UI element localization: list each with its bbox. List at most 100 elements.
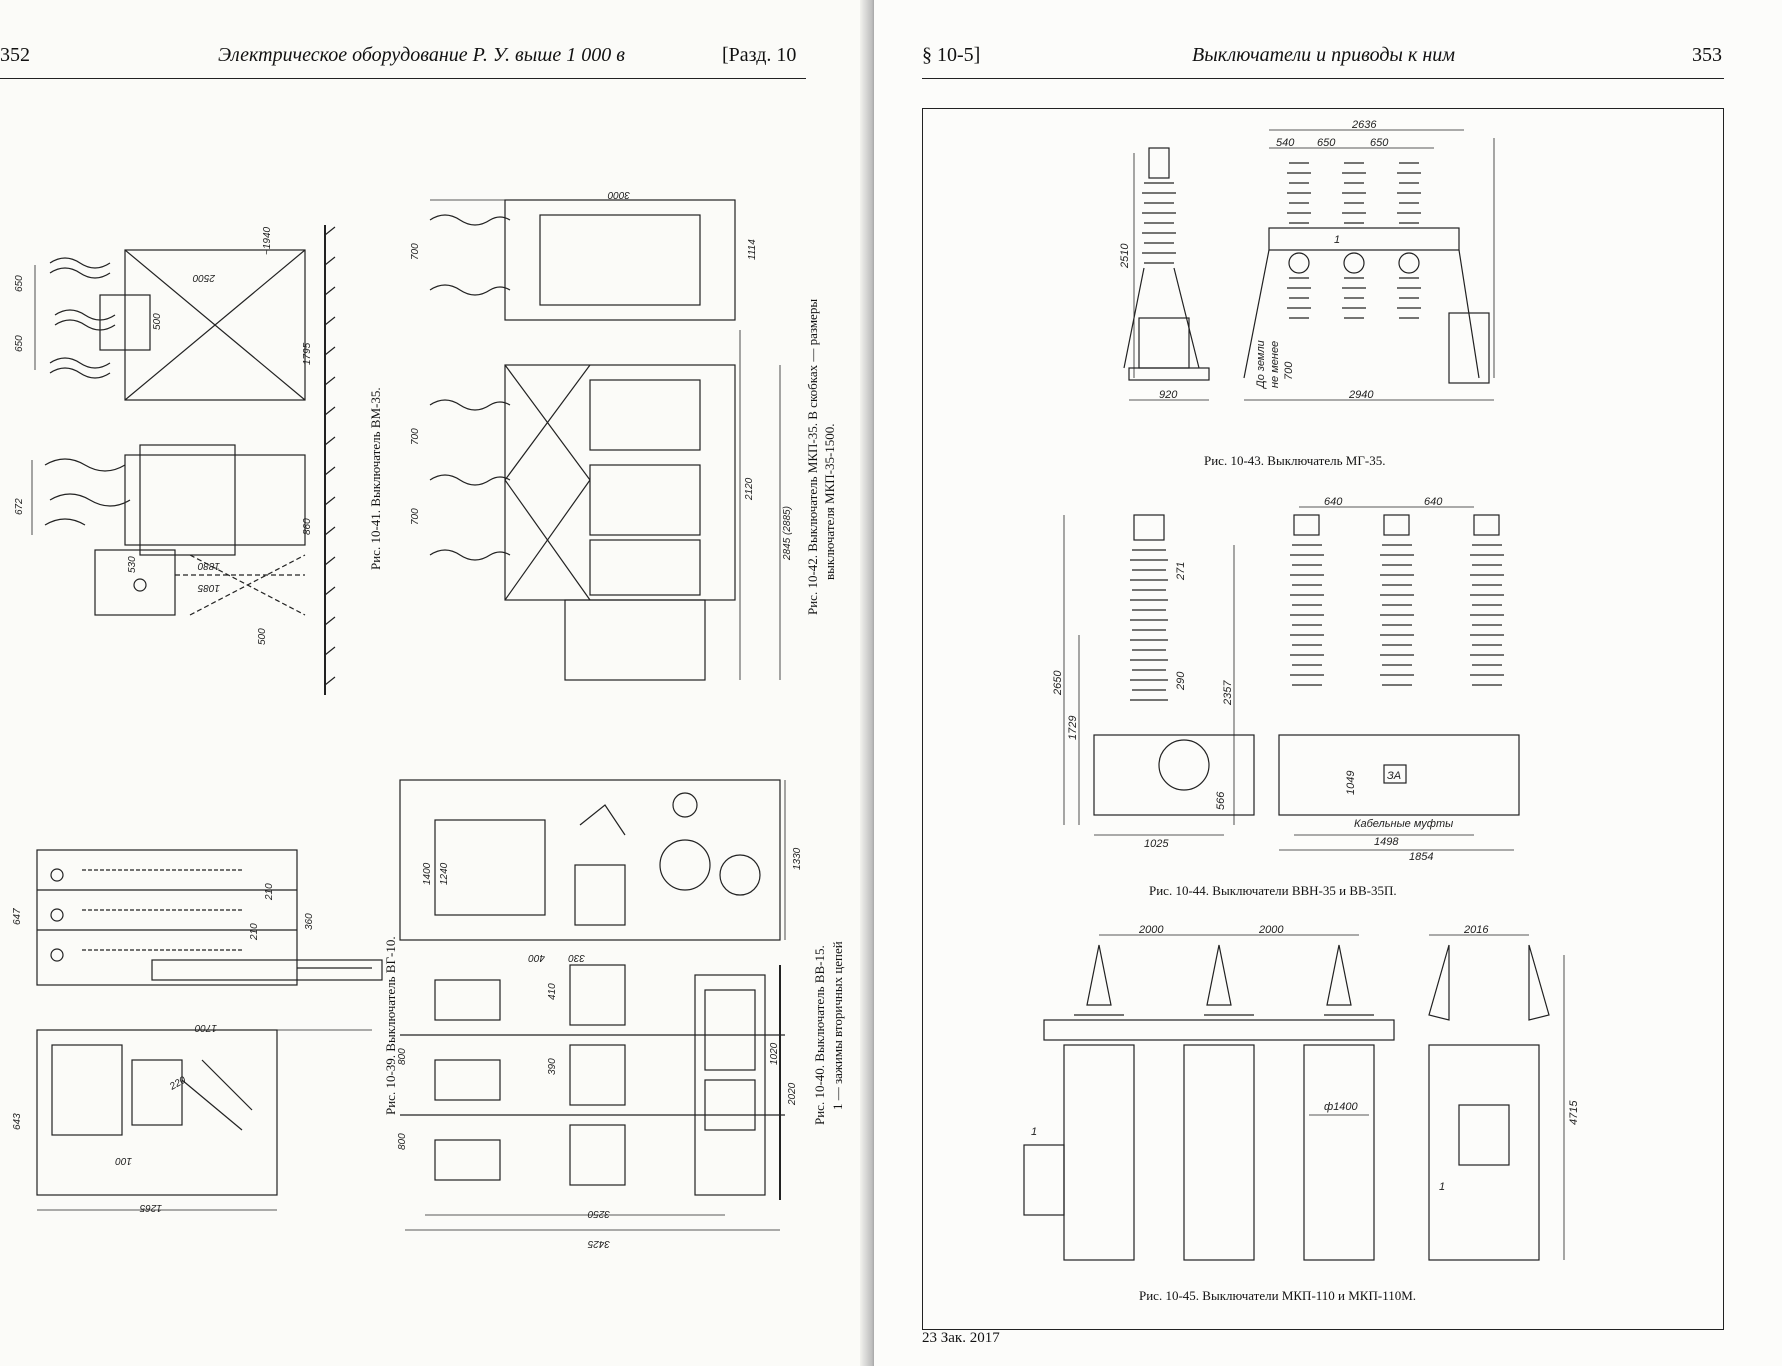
wall-hatch [324,225,336,695]
dim-1265: 1265 [139,1202,162,1213]
dim-1795: 1795 [302,342,313,365]
dim-390: 390 [547,1058,558,1075]
left-page: 352 Электрическое оборудование Р. У. выш… [0,0,874,1366]
dim-271: 271 [1175,562,1187,581]
figure-10-41-caption: Рис. 10-41. Выключатель ВМ-35. [368,387,383,570]
dim-500: 500 [152,313,163,330]
side-view [1123,147,1210,401]
right-running-title: Выключатели и приводы к ним [1192,44,1456,66]
dim-1854: 1854 [1409,851,1433,863]
dim-1729: 1729 [1067,716,1079,740]
label-3a: ЗА [1387,770,1401,782]
dim-700-b: 700 [410,428,421,445]
dim-700-a: 700 [410,243,421,260]
lower-view [400,964,785,1231]
dim-330: 330 [568,952,585,963]
dim-1240: 1240 [439,862,450,885]
dim-210-b: 210 [249,923,260,941]
front-view [1278,506,1520,851]
figure-10-43-caption: Рис. 10-43. Выключатель МГ-35. [1204,453,1386,468]
figure-10-42-caption: Рис. 10-42. Выключатель МКП-35. В скобка… [805,298,820,615]
figure-10-45: 2000 2000 2016 4715 ф1400 1 1 [1019,924,1659,1270]
upper-view [34,249,306,401]
callout-1-a: 1 [1031,1126,1037,1138]
dim-643: 643 [12,1113,23,1130]
left-page-number: 352 [0,44,30,66]
dim-500-b: 500 [257,628,268,645]
dim-3425: 3425 [587,1238,610,1249]
figure-10-45-caption: Рис. 10-45. Выключатели МКП-110 и МКП-11… [1139,1288,1417,1303]
side-view [1428,934,1565,1261]
dim-220: 220 [167,1075,188,1094]
dim-4715: 4715 [1568,1100,1580,1125]
side-view [1063,514,1255,836]
dim-2000-a: 2000 [1138,924,1164,936]
front-view [1023,934,1395,1261]
left-section-label: [Разд. 10 [722,44,797,66]
dim-2636: 2636 [1351,119,1377,131]
dim-700: 700 [1283,361,1295,380]
dim-1025: 1025 [1144,838,1169,850]
side-view [36,1029,372,1211]
dim-650-a: 650 [1317,137,1336,149]
dim-2016: 2016 [1463,924,1489,936]
dim-3250: 3250 [587,1208,610,1219]
figure-10-42: 3000 700 1114 700 700 2120 2845 (2885) [410,180,800,690]
dim-1020: 1020 [769,1042,780,1065]
dim-540: 540 [1276,137,1295,149]
lower-view [31,444,306,616]
dim-1085: 1085 [197,582,220,593]
dim-700-c: 700 [410,508,421,525]
dim-2845: 2845 (2885) [782,506,793,561]
figure-10-44-caption: Рис. 10-44. Выключатели ВВН-35 и ВВ-35П. [1149,883,1397,898]
label-to-ground: До земли [1255,340,1267,390]
figure-frame [922,108,1724,1330]
dim-1700: 1700 [194,1022,217,1033]
front-view [36,849,383,986]
dim-f1400: ф1400 [1324,1101,1359,1113]
plan-view [429,199,736,321]
dim-1114: 1114 [747,239,758,260]
label-cable-sleeves: Кабельные муфты [1354,818,1453,830]
right-page: § 10-5] Выключатели и приводы к ним 353 [874,0,1782,1366]
dim-2000-b: 2000 [1258,924,1284,936]
page-footer: 23 Зак. 2017 [922,1330,1000,1346]
figure-10-44: 640 640 2650 1729 271 290 2357 566 1025 … [1052,495,1654,865]
dim-672: 672 [14,498,25,515]
dim-1880: 1880 [197,560,220,571]
dim-1330: 1330 [792,847,803,870]
dim-920: 920 [1159,389,1178,401]
left-header-rule [0,78,806,79]
dim-650-b: 650 [1370,137,1389,149]
right-page-number: 353 [1692,44,1722,66]
dim-2120: 2120 [744,477,755,501]
front-view [1243,129,1495,401]
dim-860: 860 [302,518,313,535]
right-section-label: § 10-5] [922,44,981,66]
right-header-rule [922,78,1724,79]
dim-640-a: 640 [1324,496,1343,508]
dim-566: 566 [1215,791,1227,810]
dim-290: 290 [1175,671,1187,691]
dim-210-a: 210 [264,883,275,901]
figure-10-40: 1400 1240 400 330 1330 410 390 800 800 1… [395,775,805,1249]
label-not-less: не менее [1269,341,1281,388]
figure-10-40-caption-line2: 1 — зажимы вторичных цепей [830,941,845,1110]
dim-650-b: 650 [14,335,25,352]
upper-view [399,779,786,941]
dim-1400: 1400 [422,862,433,885]
dim-800-a: 800 [397,1048,408,1065]
dim-2357: 2357 [1222,680,1234,706]
dim-640-b: 640 [1424,496,1443,508]
dim-100: 100 [115,1155,132,1166]
dim-1049: 1049 [1345,771,1357,795]
dim-360: 360 [304,913,315,930]
dim-2940: 2940 [1348,389,1374,401]
figure-10-40-caption: Рис. 10-40. Выключатель ВВ-15. [812,945,827,1125]
dim-650-a: 650 [14,275,25,292]
dim-400: 400 [528,952,545,963]
figure-10-39: 647 210 210 360 1700 643 100 1265 220 [12,830,383,1220]
dim-1940: ~1940 [262,226,273,255]
figure-10-43: 2636 540 650 650 2510 920 2940 До земли … [1104,118,1664,448]
